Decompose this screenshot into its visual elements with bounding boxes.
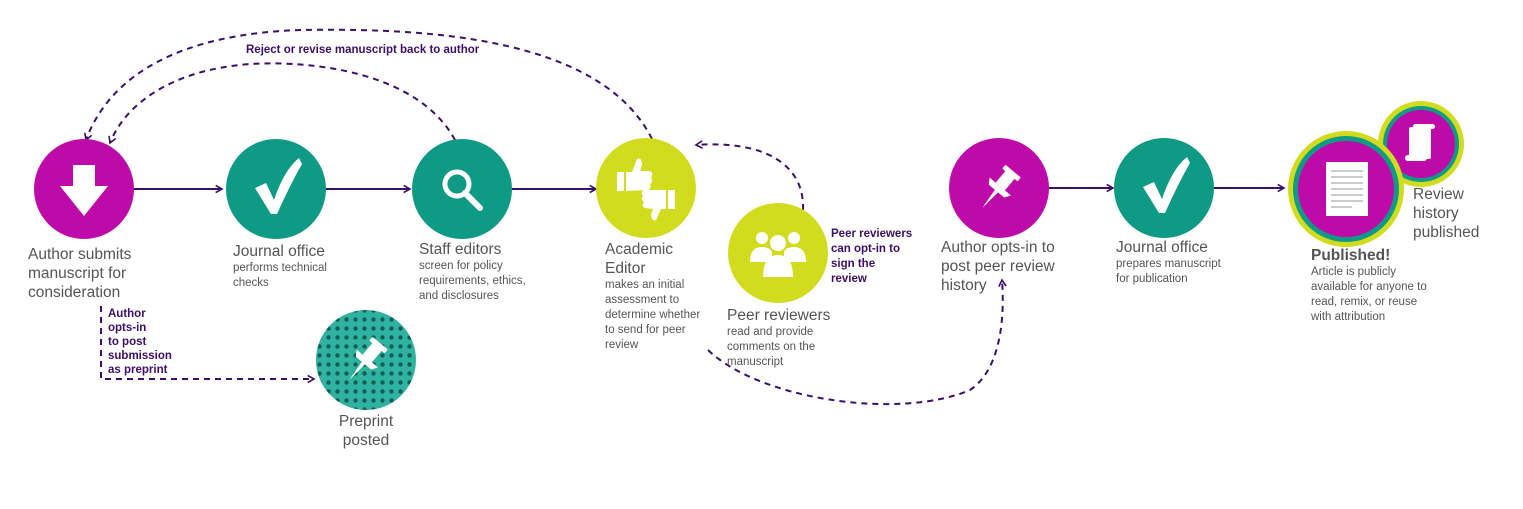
academic-editor-node	[596, 138, 696, 238]
journal-office-desc: performs technical checks	[233, 262, 327, 289]
author-submits-title: Author submits manuscript for considerat…	[28, 246, 132, 301]
staff-editors-node	[412, 139, 512, 239]
scroll-icon	[1405, 124, 1435, 161]
preprint-node	[316, 310, 416, 410]
author-submits-node	[34, 139, 134, 239]
arrow-academic-to-optin	[707, 278, 1007, 406]
academic-editor-title: Academic Editor	[605, 241, 674, 277]
journal-office-title: Journal office	[233, 243, 325, 260]
checkmark-icon	[1143, 157, 1190, 213]
checkmark-icon	[255, 158, 302, 214]
author-optin-title: Author opts-in to post peer review histo…	[941, 239, 1055, 294]
arrow-staff-reject	[108, 62, 456, 145]
published-node	[1288, 131, 1404, 247]
people-icon	[750, 232, 806, 277]
arrow-academic-reject	[84, 28, 653, 142]
download-arrow-icon	[60, 165, 108, 216]
journal-office-node	[226, 139, 326, 239]
staff-editors-title: Staff editors	[419, 241, 502, 258]
review-history-node	[1378, 101, 1464, 187]
journal-office-2-node	[1114, 138, 1214, 238]
reject-annotation: Reject or revise manuscript back to auth…	[246, 44, 480, 56]
reviewer-sign-annotation: Peer reviewers can opt-in to sign the re…	[831, 228, 913, 285]
peer-reviewers-desc: read and provide comments on the manuscr…	[727, 326, 816, 368]
academic-editor-desc: makes an initial assessment to determine…	[605, 279, 701, 351]
review-history-title: Review history published	[1413, 186, 1480, 241]
magnifier-icon	[442, 169, 483, 211]
pushpin-icon	[349, 337, 388, 380]
arrow-author-to-preprint	[100, 306, 316, 384]
peer-reviewers-title: Peer reviewers	[727, 307, 831, 324]
peer-reviewers-node	[728, 203, 828, 303]
arrow-peer-to-academic	[694, 140, 805, 211]
preprint-optin-annotation: Author opts-in to post submission as pre…	[108, 308, 172, 376]
journal-office-2-title: Journal office	[1116, 239, 1208, 256]
published-title: Published!	[1311, 247, 1391, 264]
author-optin-node	[949, 138, 1049, 238]
journal-office-2-desc: prepares manuscript for publication	[1116, 258, 1221, 285]
pushpin-icon	[982, 165, 1021, 208]
thumbs-up-down-icon	[617, 158, 675, 221]
document-icon	[1326, 162, 1368, 216]
published-desc: Article is publicly available for anyone…	[1311, 266, 1427, 323]
staff-editors-desc: screen for policy requirements, ethics, …	[419, 260, 526, 302]
preprint-title: Preprint posted	[338, 413, 394, 449]
